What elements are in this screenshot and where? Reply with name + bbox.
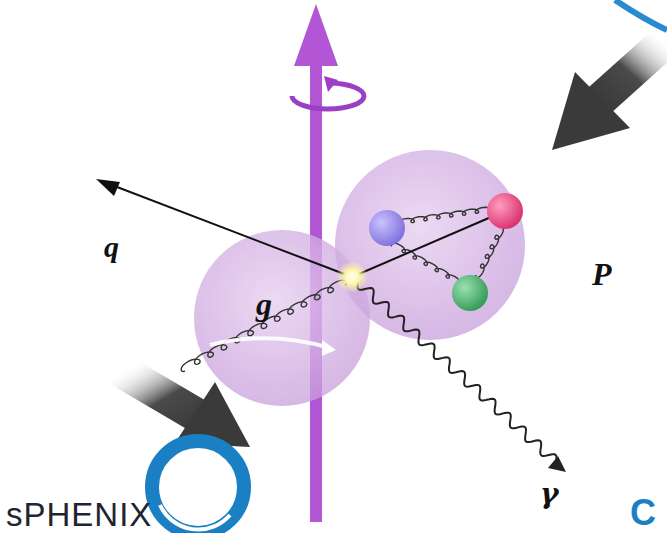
experiment-logo-text: sPHENIX — [6, 498, 152, 531]
cut-title-text: C — [630, 495, 656, 531]
gluon-label: g — [256, 288, 272, 320]
momentum-label: q — [104, 232, 119, 262]
gluon-spring — [391, 243, 460, 284]
gluon-spring — [476, 226, 504, 278]
gluon-spring — [181, 280, 347, 371]
photon-label: γ — [540, 480, 558, 508]
proton-label: P — [592, 258, 612, 290]
